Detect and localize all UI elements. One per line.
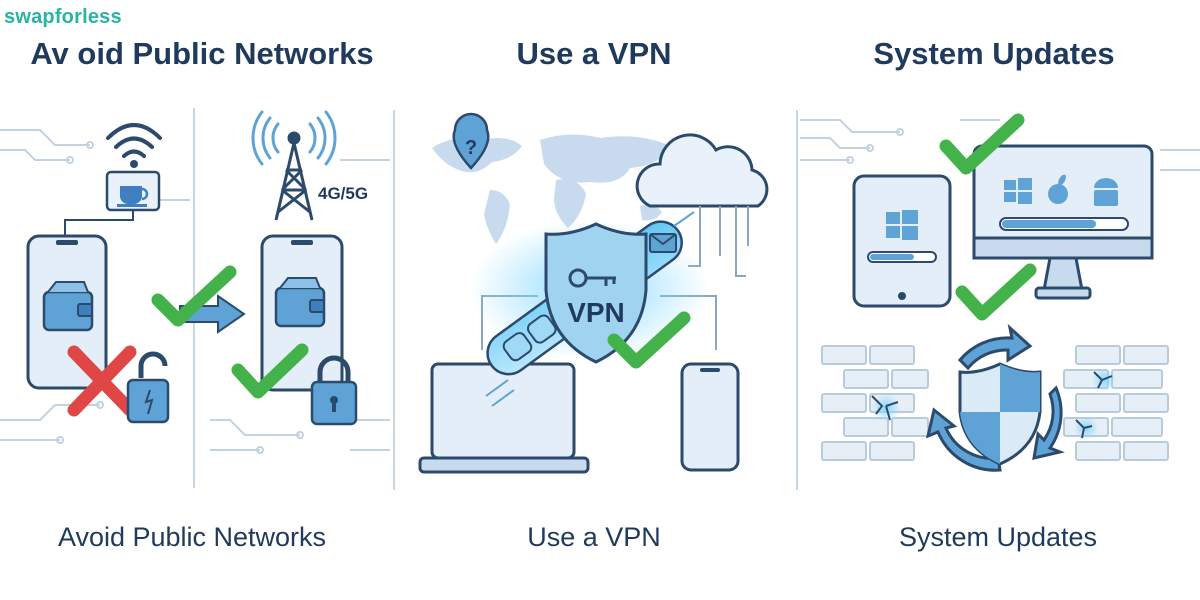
phone-mobile-network	[260, 234, 344, 392]
locked-padlock-icon	[310, 355, 358, 426]
svg-text:?: ?	[465, 137, 477, 159]
green-check-icon	[231, 343, 309, 399]
wifi-icon	[106, 123, 162, 168]
unlocked-padlock-icon	[126, 351, 170, 424]
coffee-cup-icon	[105, 170, 161, 212]
windows-logo-icon	[886, 210, 918, 240]
android-logo-icon	[1094, 178, 1118, 206]
cell-tower-icon	[274, 131, 314, 221]
apple-logo-icon	[1048, 174, 1068, 204]
key-icon	[568, 268, 616, 288]
panel-caption-avoid-public-networks: Avoid Public Networks	[57, 522, 327, 552]
panel-caption-use-vpn: Use a VPN	[527, 522, 661, 552]
panel-divider	[796, 110, 798, 490]
brand-logo: swapforless	[4, 6, 122, 28]
security-shield-icon	[958, 362, 1042, 466]
speed-lines	[485, 211, 695, 407]
location-question-icon: ?	[452, 112, 490, 170]
circuit-traces-left	[0, 129, 390, 454]
wallet-icon	[274, 277, 326, 328]
green-check-icon	[955, 263, 1037, 321]
panel-caption-system-updates: System Updates	[898, 522, 1098, 552]
panel-title-system-updates: System Updates	[873, 36, 1115, 71]
arrow-right-icon	[179, 294, 246, 334]
windows-logo-icon	[1004, 178, 1032, 204]
wallet-icon	[42, 281, 94, 332]
vpn-shield-icon: VPN	[544, 222, 648, 364]
envelope-icon	[649, 233, 677, 253]
wall-crack-icon	[871, 368, 1116, 440]
circuit-traces-right	[800, 119, 1200, 171]
signal-waves-icon	[251, 110, 337, 166]
panel-title-use-vpn: Use a VPN	[516, 36, 672, 71]
green-check-icon	[607, 311, 691, 369]
monitor-icon	[972, 144, 1154, 300]
vpn-label: VPN	[567, 297, 625, 328]
panel-title-avoid-public-networks: Av oid Public Networks	[30, 36, 374, 71]
phone-public-network	[26, 234, 108, 390]
red-x-icon	[67, 345, 137, 417]
laptop-icon	[418, 362, 590, 474]
refresh-cycle-icon	[925, 323, 1066, 472]
green-check-icon	[151, 265, 237, 327]
green-check-icon	[939, 113, 1025, 175]
panel-divider	[393, 110, 395, 490]
tablet-icon	[852, 174, 952, 308]
tower-label: 4G/5G	[318, 184, 368, 203]
firewall-wall	[821, 345, 1169, 461]
cloud-icon	[635, 133, 769, 208]
smartphone-icon	[680, 362, 740, 472]
connector-line	[64, 210, 134, 236]
